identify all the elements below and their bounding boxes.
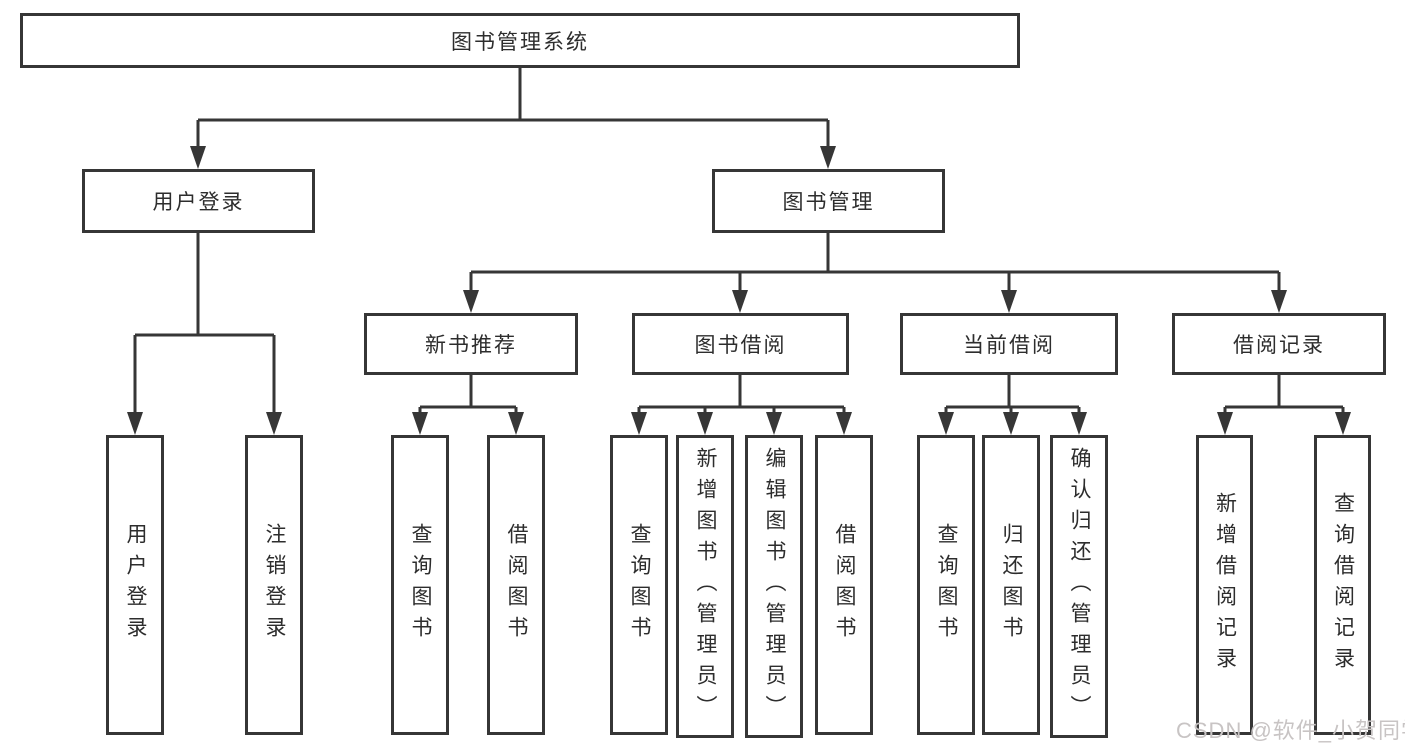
leaf-query-book-current: 查询图书 bbox=[917, 435, 975, 735]
connector-book-borrow-children bbox=[631, 375, 852, 435]
connector-root-to-level2 bbox=[190, 68, 836, 169]
node-user-login: 用户登录 bbox=[82, 169, 315, 233]
leaf-add-borrow-record: 新增借阅记录 bbox=[1196, 435, 1253, 735]
leaf-return-book: 归还图书 bbox=[982, 435, 1040, 735]
leaf-borrow-book-recommend: 借阅图书 bbox=[487, 435, 545, 735]
leaf-add-book-admin: 新增图书（管理员） bbox=[676, 435, 734, 738]
connector-borrow-record-children bbox=[1217, 375, 1351, 435]
leaf-query-borrow-record: 查询借阅记录 bbox=[1314, 435, 1371, 735]
connector-new-book-children bbox=[412, 375, 524, 435]
leaf-edit-book-admin: 编辑图书（管理员） bbox=[745, 435, 803, 738]
leaf-query-book-recommend: 查询图书 bbox=[391, 435, 449, 735]
node-borrow-record: 借阅记录 bbox=[1172, 313, 1386, 375]
node-book-management: 图书管理 bbox=[712, 169, 945, 233]
node-current-borrow: 当前借阅 bbox=[900, 313, 1118, 375]
csdn-watermark: CSDN @软件_小贺同学 bbox=[1176, 718, 1405, 743]
leaf-logout: 注销登录 bbox=[245, 435, 303, 735]
node-book-borrow: 图书借阅 bbox=[632, 313, 849, 375]
node-library-management-system: 图书管理系统 bbox=[20, 13, 1020, 68]
connector-book-management-children bbox=[463, 233, 1287, 313]
connector-user-login-children bbox=[127, 233, 282, 435]
leaf-borrow-book: 借阅图书 bbox=[815, 435, 873, 735]
connector-current-borrow-children bbox=[938, 375, 1087, 435]
leaf-user-login: 用户登录 bbox=[106, 435, 164, 735]
leaf-query-book-borrow: 查询图书 bbox=[610, 435, 668, 735]
leaf-confirm-return-admin: 确认归还（管理员） bbox=[1050, 435, 1108, 738]
node-new-book-recommend: 新书推荐 bbox=[364, 313, 578, 375]
